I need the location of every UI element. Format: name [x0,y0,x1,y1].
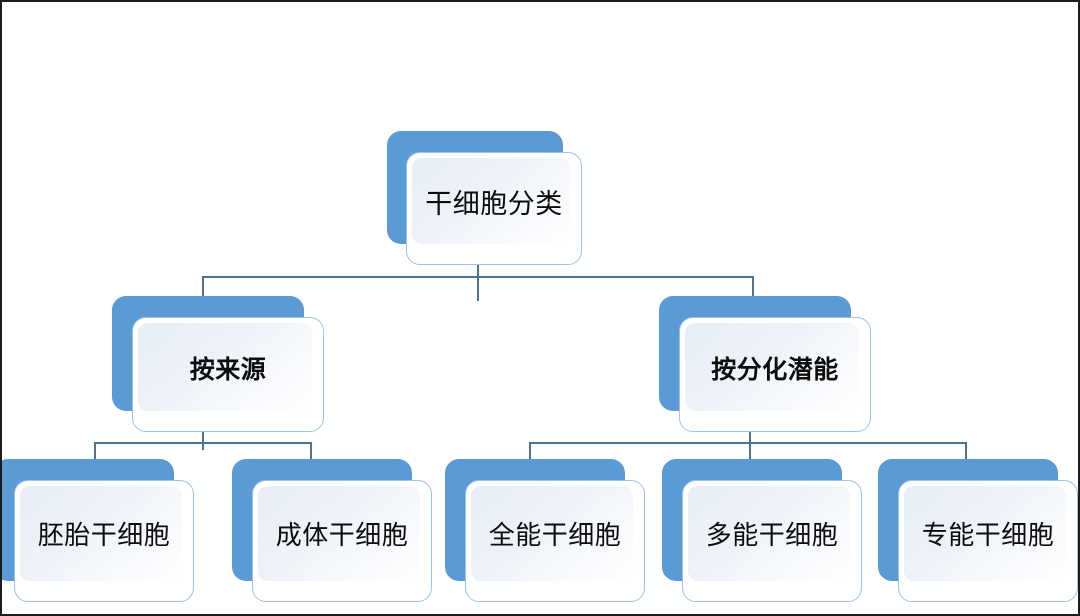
node-inner-fill [138,323,312,411]
node-totipotent-stem-cell[interactable]: 全能干细胞 [445,459,645,602]
connector-source-stem [202,426,204,450]
connector-potency-bus [529,442,967,444]
node-inner-fill [258,486,420,581]
node-inner-fill [412,158,570,244]
connector-root-bus [202,276,754,278]
node-inner-fill [904,486,1066,581]
node-inner-fill [685,323,859,411]
connector-root-to-potency [752,276,754,304]
node-card: 按分化潜能 [679,317,871,432]
node-adult-stem-cell[interactable]: 成体干细胞 [232,459,432,602]
node-inner-fill [471,486,633,581]
node-card: 专能干细胞 [898,480,1078,602]
node-label-unipotent: 专能干细胞 [921,519,1055,550]
node-card: 胚胎干细胞 [14,480,194,602]
connector-potency-to-toti [529,442,531,468]
connector-source-bus [94,442,312,444]
node-card: 干细胞分类 [406,152,582,265]
node-label-totipotent: 全能干细胞 [488,519,622,550]
node-label-pluripotent: 多能干细胞 [705,519,839,550]
node-by-source[interactable]: 按来源 [112,296,324,432]
connector-potency-stem [749,426,751,468]
connector-root-to-source [202,276,204,304]
connector-source-to-adult [310,442,312,468]
node-inner-fill [688,486,850,581]
node-label-root: 干细胞分类 [425,189,563,219]
node-card: 多能干细胞 [682,480,862,602]
node-pluripotent-stem-cell[interactable]: 多能干细胞 [662,459,862,602]
node-root[interactable]: 干细胞分类 [387,131,582,265]
node-card: 成体干细胞 [252,480,432,602]
connector-root-stem [477,265,479,301]
node-label-by-source: 按来源 [189,355,267,384]
node-inner-fill [20,486,182,581]
connector-potency-to-uni [965,442,967,468]
node-by-potency[interactable]: 按分化潜能 [659,296,871,432]
node-embryonic-stem-cell[interactable]: 胚胎干细胞 [2,459,194,602]
node-card: 按来源 [132,317,324,432]
connector-source-to-embryonic [94,442,96,468]
node-label-by-potency: 按分化潜能 [711,355,839,384]
node-label-adult: 成体干细胞 [275,519,409,550]
node-unipotent-stem-cell[interactable]: 专能干细胞 [878,459,1078,602]
node-label-embryonic: 胚胎干细胞 [37,519,171,550]
node-card: 全能干细胞 [465,480,645,602]
